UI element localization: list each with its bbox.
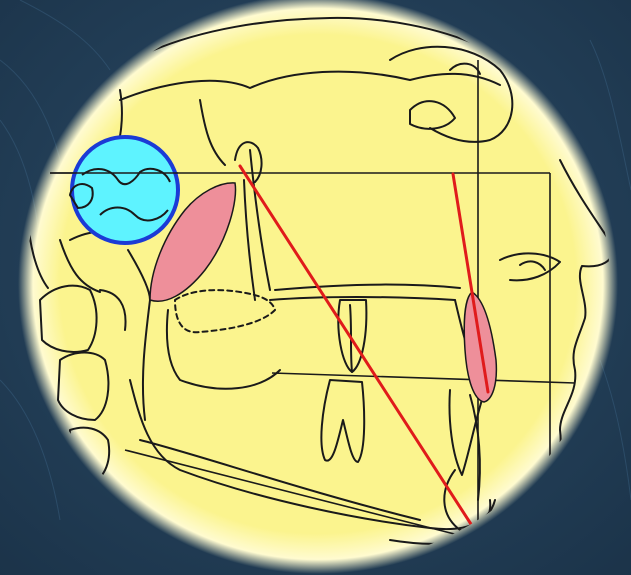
condyle-highlight [72, 137, 178, 243]
